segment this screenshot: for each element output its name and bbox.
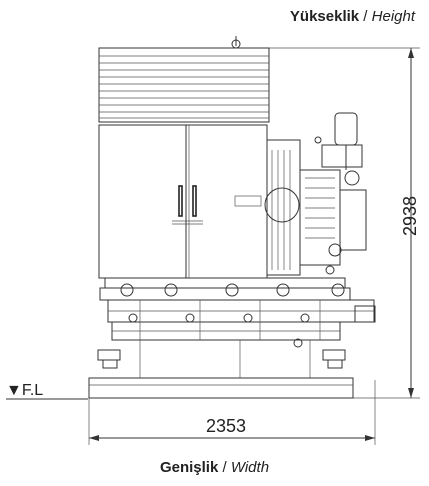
height-caption-en: Height <box>371 8 415 25</box>
base-frame <box>99 277 376 348</box>
height-dimension: 2938 <box>236 47 420 399</box>
width-caption-en: Width <box>230 459 270 476</box>
height-caption-sep: / <box>359 8 372 25</box>
width-value: 2353 <box>206 416 246 436</box>
engine-block <box>264 112 367 276</box>
floor-level-marker: ▼F.L <box>6 382 88 400</box>
height-value: 2938 <box>400 196 420 236</box>
width-dimension: 2353 <box>88 380 376 445</box>
control-cabinet <box>98 124 268 279</box>
anti-vibration-mounts <box>97 340 346 378</box>
height-caption: Yükseklik / Height <box>290 8 415 25</box>
door-handle-right <box>192 185 197 217</box>
width-caption-tr: Genişlik <box>159 459 219 476</box>
air-filter <box>334 112 358 146</box>
canopy-roof <box>98 47 270 123</box>
foundation-block <box>88 377 354 399</box>
height-caption-tr: Yükseklik <box>289 8 360 25</box>
door-handle-left <box>178 185 183 217</box>
width-caption-sep: / <box>218 459 231 476</box>
lifting-hook-icon <box>231 36 241 49</box>
floor-level-label: ▼F.L <box>6 382 43 399</box>
width-caption: Genişlik / Width <box>0 459 429 476</box>
